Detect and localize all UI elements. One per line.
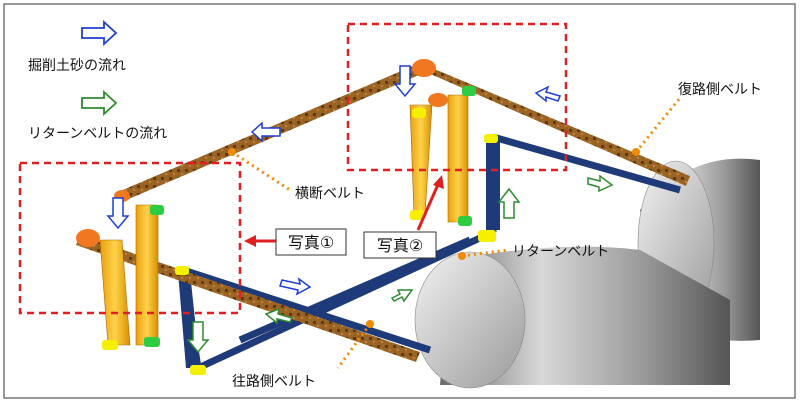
return-arrow-icon xyxy=(186,321,210,354)
soil-arrow-icon xyxy=(279,277,312,296)
pulleys xyxy=(76,59,448,247)
vertical-belts-right xyxy=(409,94,469,223)
soil-flow-arrows xyxy=(106,65,562,296)
callout-lines xyxy=(231,97,682,369)
return-arrow-icon xyxy=(390,289,414,303)
return-belt-riser-right xyxy=(486,140,500,230)
photo1-callout: 写真① xyxy=(244,228,347,256)
photo1-area-box xyxy=(18,161,242,315)
return-arrow-icon xyxy=(264,307,294,325)
callout-dots xyxy=(228,148,640,328)
soil-arrow-icon xyxy=(534,85,562,103)
return-arrow-icon xyxy=(497,187,521,219)
lower-tunnel xyxy=(414,246,730,389)
outbound-side-belt-label: 往路側ベルト xyxy=(232,374,316,390)
return-arrow-icon xyxy=(587,174,614,193)
legend-return-arrow-icon xyxy=(81,89,118,117)
return-side-belt-label: 復路側ベルト xyxy=(678,81,762,98)
rollers xyxy=(102,86,498,375)
return-belt-label: リターンベルト xyxy=(512,244,609,260)
photo2-area-box xyxy=(346,22,568,172)
pulley-left xyxy=(76,229,100,247)
outbound-side-belt xyxy=(76,235,420,362)
return-flow-arrows xyxy=(186,174,614,354)
legend: 掘削土砂の流れ リターンベルトの流れ xyxy=(28,19,167,142)
legend-soil-arrow-icon xyxy=(81,19,118,47)
cross-belt-label: 横断ベルト xyxy=(295,186,365,202)
soil-arrow-icon xyxy=(250,121,281,143)
legend-return-flow-label: リターンベルトの流れ xyxy=(28,126,167,142)
pulley-right xyxy=(412,59,436,77)
vertical-belts-left xyxy=(99,204,159,346)
photo2-callout: 写真② xyxy=(363,175,444,259)
photo2-label: 写真② xyxy=(377,236,423,255)
photo1-label: 写真① xyxy=(288,233,334,252)
soil-arrow-icon xyxy=(106,197,130,230)
legend-soil-flow-label: 掘削土砂の流れ xyxy=(28,58,126,74)
soil-arrow-icon xyxy=(393,65,417,98)
outer-border xyxy=(3,3,796,399)
return-side-belt xyxy=(420,63,690,186)
